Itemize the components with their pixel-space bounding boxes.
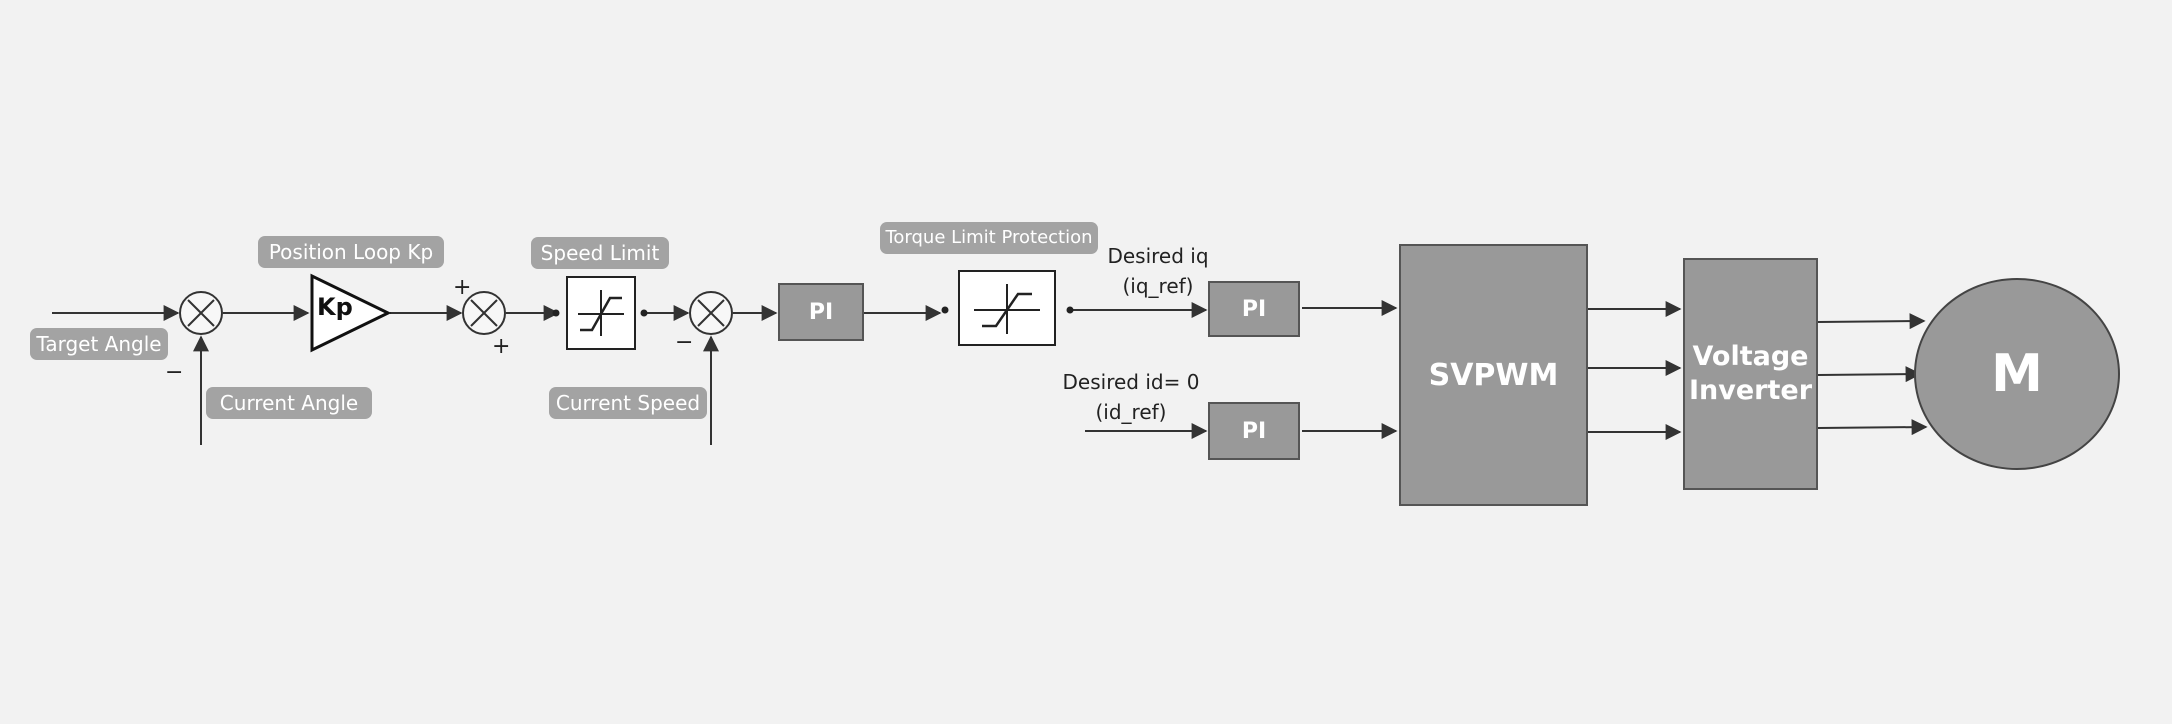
kp-gain-triangle	[310, 273, 392, 353]
pin-speedlimit-in	[552, 309, 560, 317]
cross-icon	[697, 299, 725, 327]
cross-icon	[187, 299, 215, 327]
id-ref-text: (id_ref)	[1095, 400, 1167, 424]
pin-torquelimit-out	[1066, 306, 1074, 314]
speed-limit-tag: Speed Limit	[531, 237, 669, 269]
position-loop-kp-tag: Position Loop Kp	[258, 236, 444, 268]
pi-iq-block: PI	[1208, 281, 1300, 337]
sum2-plus-top-sign: +	[453, 275, 472, 300]
kp-block-label: Kp	[317, 293, 353, 321]
iq-ref-text: (iq_ref)	[1122, 274, 1194, 298]
desired-iq-label: Desired iq (iq_ref)	[1098, 241, 1218, 301]
desired-id-label: Desired id= 0 (id_ref)	[1058, 367, 1204, 427]
svpwm-block: SVPWM	[1399, 244, 1588, 506]
summing-junction-speed-ref	[462, 291, 506, 335]
pi-speed-block: PI	[778, 283, 864, 341]
voltage-inverter-block: Voltage Inverter	[1683, 258, 1818, 490]
inverter-label-line1: Voltage	[1692, 341, 1809, 372]
pin-speedlimit-out	[640, 309, 648, 317]
summing-junction-speed	[689, 291, 733, 335]
saturation-icon	[974, 284, 1040, 334]
current-angle-tag: Current Angle	[206, 387, 372, 419]
target-angle-tag: Target Angle	[30, 328, 168, 360]
wire-inverter-motor-1	[1817, 313, 1926, 330]
speed-limit-block	[566, 276, 636, 350]
wire-inverter-motor-2	[1817, 366, 1922, 383]
cross-icon	[470, 299, 498, 327]
desired-iq-text: Desired iq	[1107, 244, 1209, 268]
pi-id-block: PI	[1208, 402, 1300, 460]
wire-inverter-motor-3	[1817, 419, 1928, 436]
current-speed-tag: Current Speed	[549, 387, 707, 419]
saturation-icon	[578, 290, 624, 336]
desired-id-text: Desired id= 0	[1062, 370, 1200, 394]
sum2-plus-bottom-sign: +	[492, 334, 511, 359]
sum3-minus-sign: −	[675, 330, 694, 355]
summing-junction-position	[179, 291, 223, 335]
torque-limit-protection-tag: Torque Limit Protection	[880, 222, 1098, 254]
motor-block: M	[1914, 278, 2120, 470]
torque-limit-block	[958, 270, 1056, 346]
inverter-label-line2: Inverter	[1688, 375, 1813, 406]
sum1-minus-sign: −	[165, 360, 184, 385]
pin-torquelimit-in	[941, 306, 949, 314]
